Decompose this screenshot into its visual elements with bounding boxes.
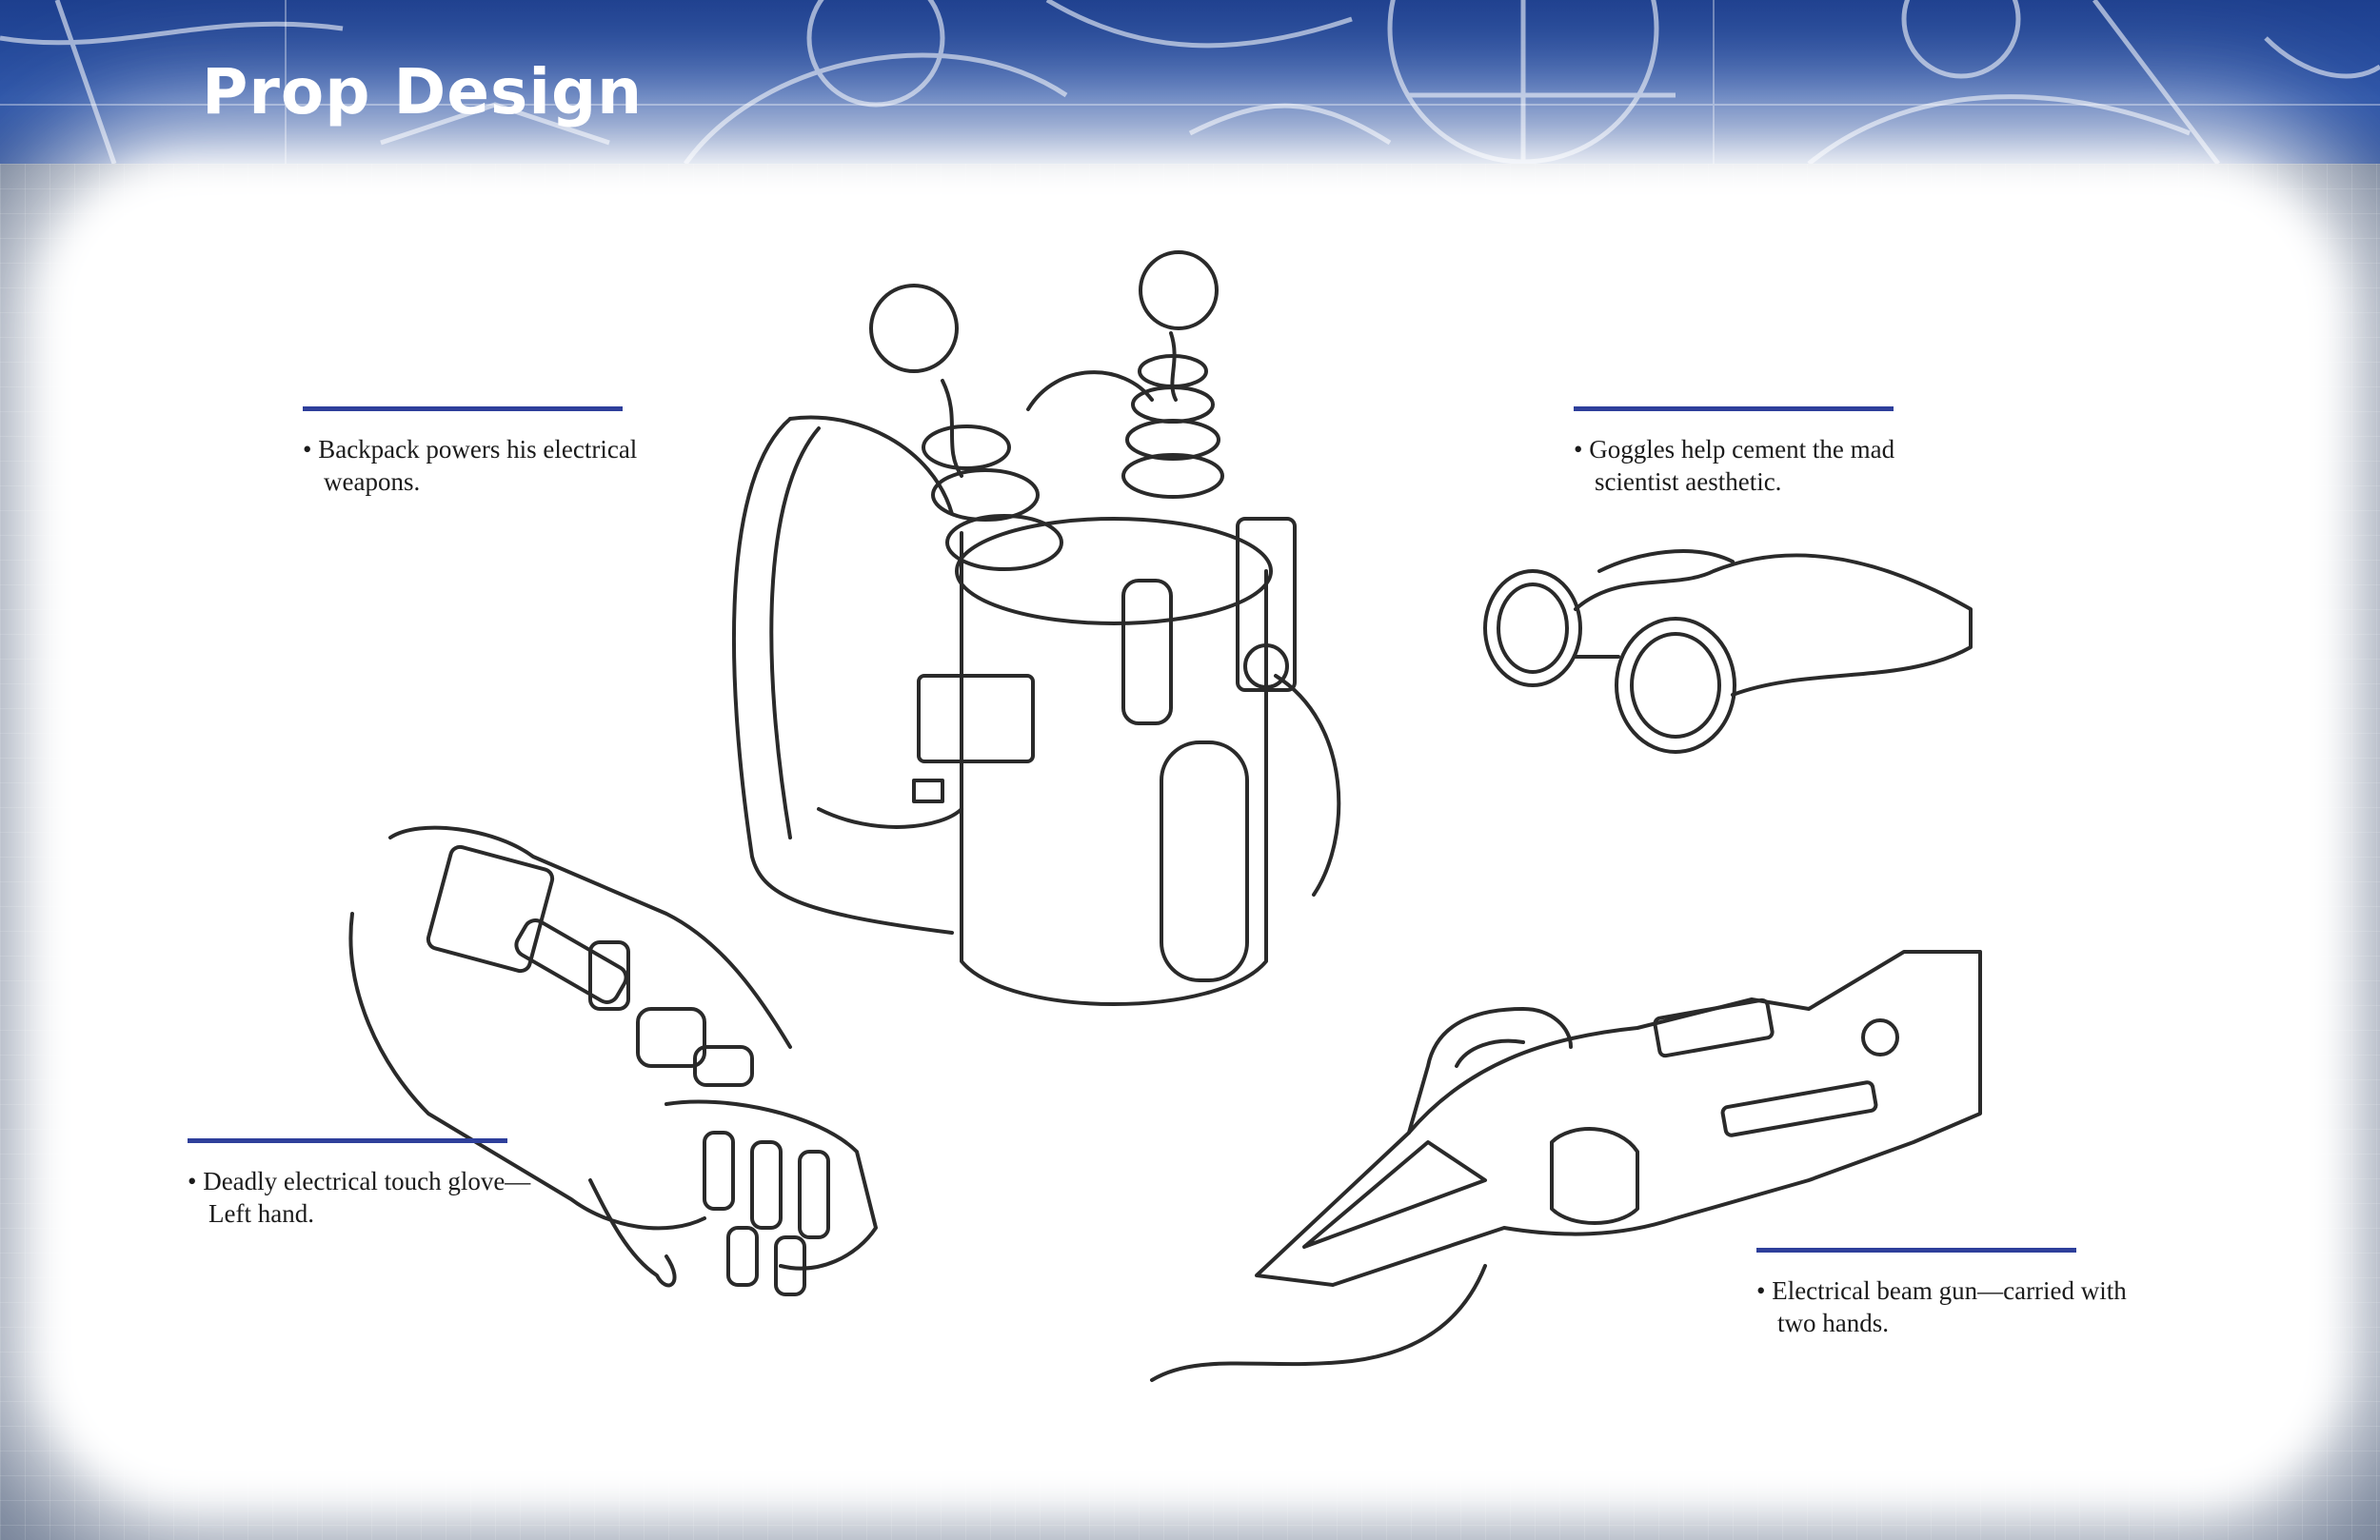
note-gun-text: • Electrical beam gun—carried with two h…	[1756, 1276, 2127, 1337]
note-rule	[1756, 1248, 2076, 1253]
note-glove-text: • Deadly electrical touch glove—Left han…	[188, 1167, 531, 1228]
note-rule	[1574, 406, 1894, 411]
blueprint-header: Prop Design	[0, 0, 2380, 164]
note-backpack-text: • Backpack powers his electrical weapons…	[303, 435, 638, 496]
note-rule	[303, 406, 623, 411]
note-goggles-text: • Goggles help cement the mad scientist …	[1574, 435, 1895, 496]
goggles-sketch	[1483, 549, 1973, 754]
glove-sketch	[348, 825, 878, 1296]
note-rule	[188, 1138, 507, 1143]
backpack-sketch	[731, 250, 1341, 1006]
beam-gun-sketch	[1150, 950, 1982, 1382]
footer-book-title: Drawing & Design for Animation	[1845, 1449, 2152, 1471]
page-title: Prop Design	[202, 55, 644, 128]
blueprint-pattern	[0, 0, 2380, 164]
footer-author: Christian Schichtel	[205, 1449, 383, 1471]
